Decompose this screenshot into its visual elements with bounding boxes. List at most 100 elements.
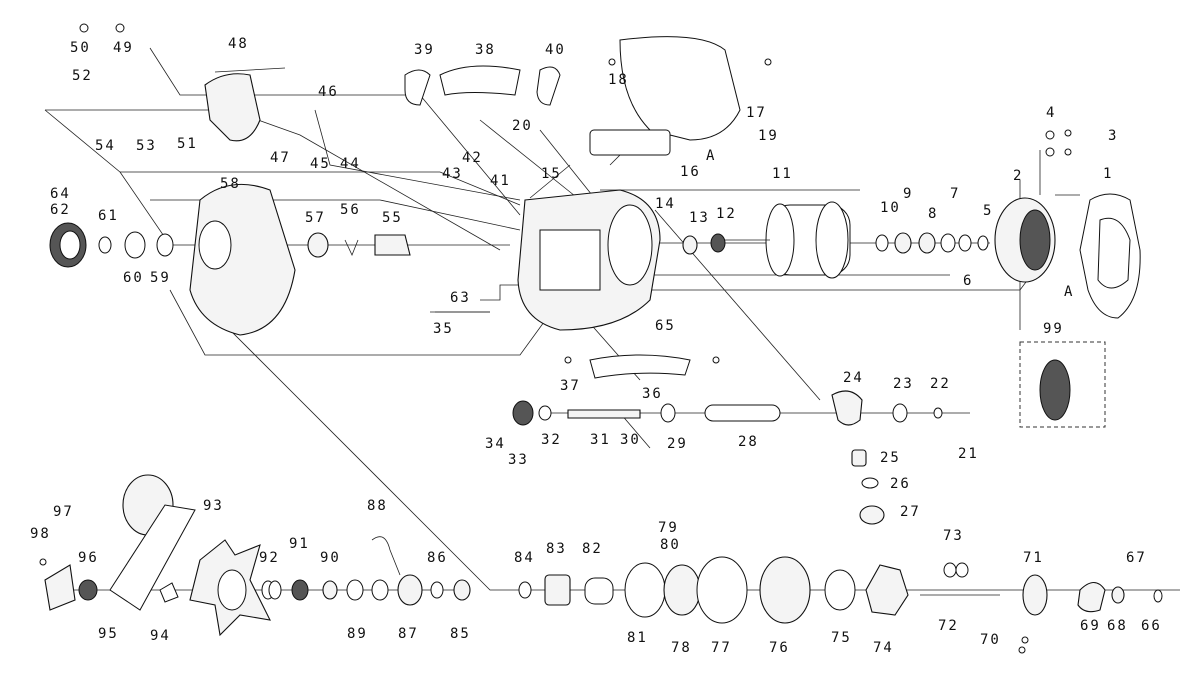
part-label-53: 53	[136, 138, 157, 154]
part-label-39: 39	[414, 42, 435, 58]
part-label-96: 96	[78, 550, 99, 566]
part-label-3: 3	[1108, 128, 1118, 144]
part-label-36: 36	[642, 386, 663, 402]
part-label-43: 43	[442, 166, 463, 182]
part-label-89: 89	[347, 626, 368, 642]
part-label-24: 24	[843, 370, 864, 386]
part-label-77: 77	[711, 640, 732, 656]
part-label-68: 68	[1107, 618, 1128, 634]
part-label-44: 44	[340, 156, 361, 172]
part-label-1: 1	[1103, 166, 1113, 182]
part-label-95: 95	[98, 626, 119, 642]
part-label-18: 18	[608, 72, 629, 88]
part-label-14: 14	[655, 196, 676, 212]
part-label-23: 23	[893, 376, 914, 392]
part-label-45: 45	[310, 156, 331, 172]
part-label-84: 84	[514, 550, 535, 566]
part-label-82: 82	[582, 541, 603, 557]
part-label-80: 80	[660, 537, 681, 553]
part-label-32: 32	[541, 432, 562, 448]
part-label-70: 70	[980, 632, 1001, 648]
part-label-38: 38	[475, 42, 496, 58]
part-label-92: 92	[259, 550, 280, 566]
part-label-66: 66	[1141, 618, 1162, 634]
part-label-99: 99	[1043, 321, 1064, 337]
part-label-63: 63	[450, 290, 471, 306]
part-label-75: 75	[831, 630, 852, 646]
part-label-37: 37	[560, 378, 581, 394]
part-label-76: 76	[769, 640, 790, 656]
part-label-33: 33	[508, 452, 529, 468]
part-label-25: 25	[880, 450, 901, 466]
part-label-6: 6	[963, 273, 973, 289]
part-label-16: 16	[680, 164, 701, 180]
part-label-55: 55	[382, 210, 403, 226]
part-label-8: 8	[928, 206, 938, 222]
part-label-62: 62	[50, 202, 71, 218]
part-label-10: 10	[880, 200, 901, 216]
part-label-9: 9	[903, 186, 913, 202]
part-label-56: 56	[340, 202, 361, 218]
part-label-94: 94	[150, 628, 171, 644]
part-label-17: 17	[746, 105, 767, 121]
part-label-30: 30	[620, 432, 641, 448]
part-label-21: 21	[958, 446, 979, 462]
part-label-51: 51	[177, 136, 198, 152]
part-label-91: 91	[289, 536, 310, 552]
part-label-35: 35	[433, 321, 454, 337]
part-label-47: 47	[270, 150, 291, 166]
part-label-57: 57	[305, 210, 326, 226]
part-label-59: 59	[150, 270, 171, 286]
part-label-74: 74	[873, 640, 894, 656]
part-label-86: 86	[427, 550, 448, 566]
part-label-31: 31	[590, 432, 611, 448]
part-label-50: 50	[70, 40, 91, 56]
part-label-28: 28	[738, 434, 759, 450]
part-label-69: 69	[1080, 618, 1101, 634]
part-label-13: 13	[689, 210, 710, 226]
part-label-19: 19	[758, 128, 779, 144]
part-label-29: 29	[667, 436, 688, 452]
part-label-87: 87	[398, 626, 419, 642]
part-label-67: 67	[1126, 550, 1147, 566]
part-label-81: 81	[627, 630, 648, 646]
part-label-49: 49	[113, 40, 134, 56]
part-label-48: 48	[228, 36, 249, 52]
part-label-22: 22	[930, 376, 951, 392]
part-label-34: 34	[485, 436, 506, 452]
part-label-64: 64	[50, 186, 71, 202]
part-label-60: 60	[123, 270, 144, 286]
part-label-83: 83	[546, 541, 567, 557]
ref-mark-a-1: A	[706, 148, 716, 164]
part-label-42: 42	[462, 150, 483, 166]
part-label-7: 7	[950, 186, 960, 202]
part-label-97: 97	[53, 504, 74, 520]
part-label-78: 78	[671, 640, 692, 656]
part-label-11: 11	[772, 166, 793, 182]
part-label-26: 26	[890, 476, 911, 492]
part-label-52: 52	[72, 68, 93, 84]
part-label-88: 88	[367, 498, 388, 514]
part-label-58: 58	[220, 176, 241, 192]
part-label-20: 20	[512, 118, 533, 134]
part-label-41: 41	[490, 173, 511, 189]
part-label-46: 46	[318, 84, 339, 100]
parts	[39, 23, 1163, 654]
part-label-15: 15	[541, 166, 562, 182]
ref-mark-a-2: A	[1064, 284, 1074, 300]
part-label-5: 5	[983, 203, 993, 219]
part-label-2: 2	[1013, 168, 1023, 184]
part-label-65: 65	[655, 318, 676, 334]
part-label-73: 73	[943, 528, 964, 544]
part-label-71: 71	[1023, 550, 1044, 566]
part-label-40: 40	[545, 42, 566, 58]
part-label-27: 27	[900, 504, 921, 520]
part-label-61: 61	[98, 208, 119, 224]
part-label-54: 54	[95, 138, 116, 154]
part-label-4: 4	[1046, 105, 1056, 121]
ref-marks: AA	[706, 148, 1074, 300]
part-label-98: 98	[30, 526, 51, 542]
